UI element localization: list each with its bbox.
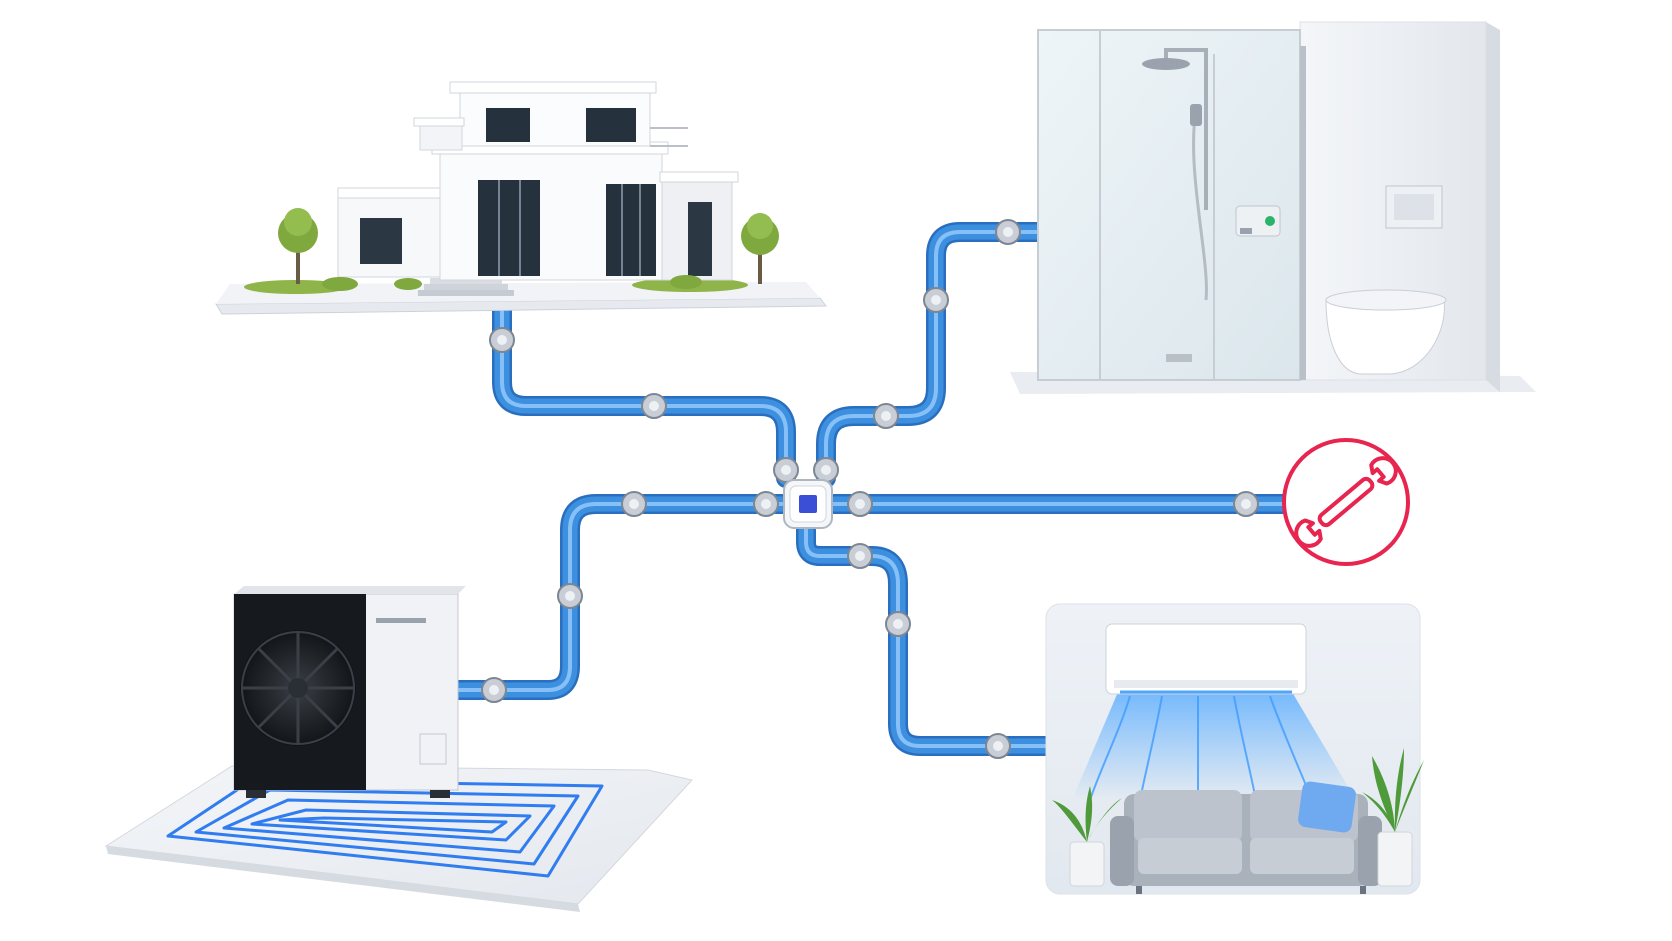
pipe-fittings — [481, 219, 1259, 759]
pipe-body-house — [494, 300, 794, 486]
pipe-fitting-core — [489, 685, 499, 695]
control-unit-icon — [783, 479, 833, 529]
sofa-icon — [1110, 781, 1382, 894]
pipe-body-heat-pump — [450, 496, 790, 698]
pipe-fitting-core — [565, 591, 575, 601]
shower-toilet-icon — [1010, 21, 1536, 394]
pipe-fitting-core — [855, 499, 865, 509]
plant-icon — [1052, 786, 1122, 887]
pipe-fitting-core — [821, 465, 831, 475]
pipe-house — [492, 298, 796, 488]
pipe-body-air-conditioning — [798, 522, 1058, 754]
pipe-highlight-house — [500, 306, 788, 480]
pipe-fitting-core — [855, 551, 865, 561]
pipe-fitting-core — [893, 619, 903, 629]
pipe-fitting-core — [781, 465, 791, 475]
pipe-fitting-core — [1241, 499, 1251, 509]
floor-heating-icon — [166, 778, 604, 878]
pipe-highlight-air-conditioning — [804, 528, 1052, 748]
pipe-network — [448, 222, 1294, 756]
pipe-fitting-core — [629, 499, 639, 509]
pipe-heat-pump — [448, 494, 792, 700]
pipe-fitting-core — [1003, 227, 1013, 237]
air-conditioning-node — [1045, 603, 1424, 895]
bathroom-node — [1010, 21, 1536, 394]
wrench-icon — [1294, 456, 1398, 548]
air-conditioner-icon — [1105, 623, 1307, 695]
pipe-highlight-bathroom — [824, 230, 1048, 480]
pipe-fitting-core — [993, 741, 1003, 751]
pipe-highlight-heat-pump — [456, 502, 784, 692]
house-icon — [215, 81, 827, 315]
heat-pump-icon — [233, 586, 466, 798]
pipe-fitting-core — [649, 401, 659, 411]
plant-icon — [1362, 748, 1424, 887]
pipe-fitting-core — [931, 295, 941, 305]
hub-node — [783, 479, 833, 529]
pipe-fitting-core — [881, 411, 891, 421]
service-node — [1282, 438, 1410, 566]
heat-pump-node — [104, 586, 693, 912]
pipe-fitting-core — [497, 335, 507, 345]
pipe-fitting-core — [761, 499, 771, 509]
house-node — [215, 81, 827, 315]
